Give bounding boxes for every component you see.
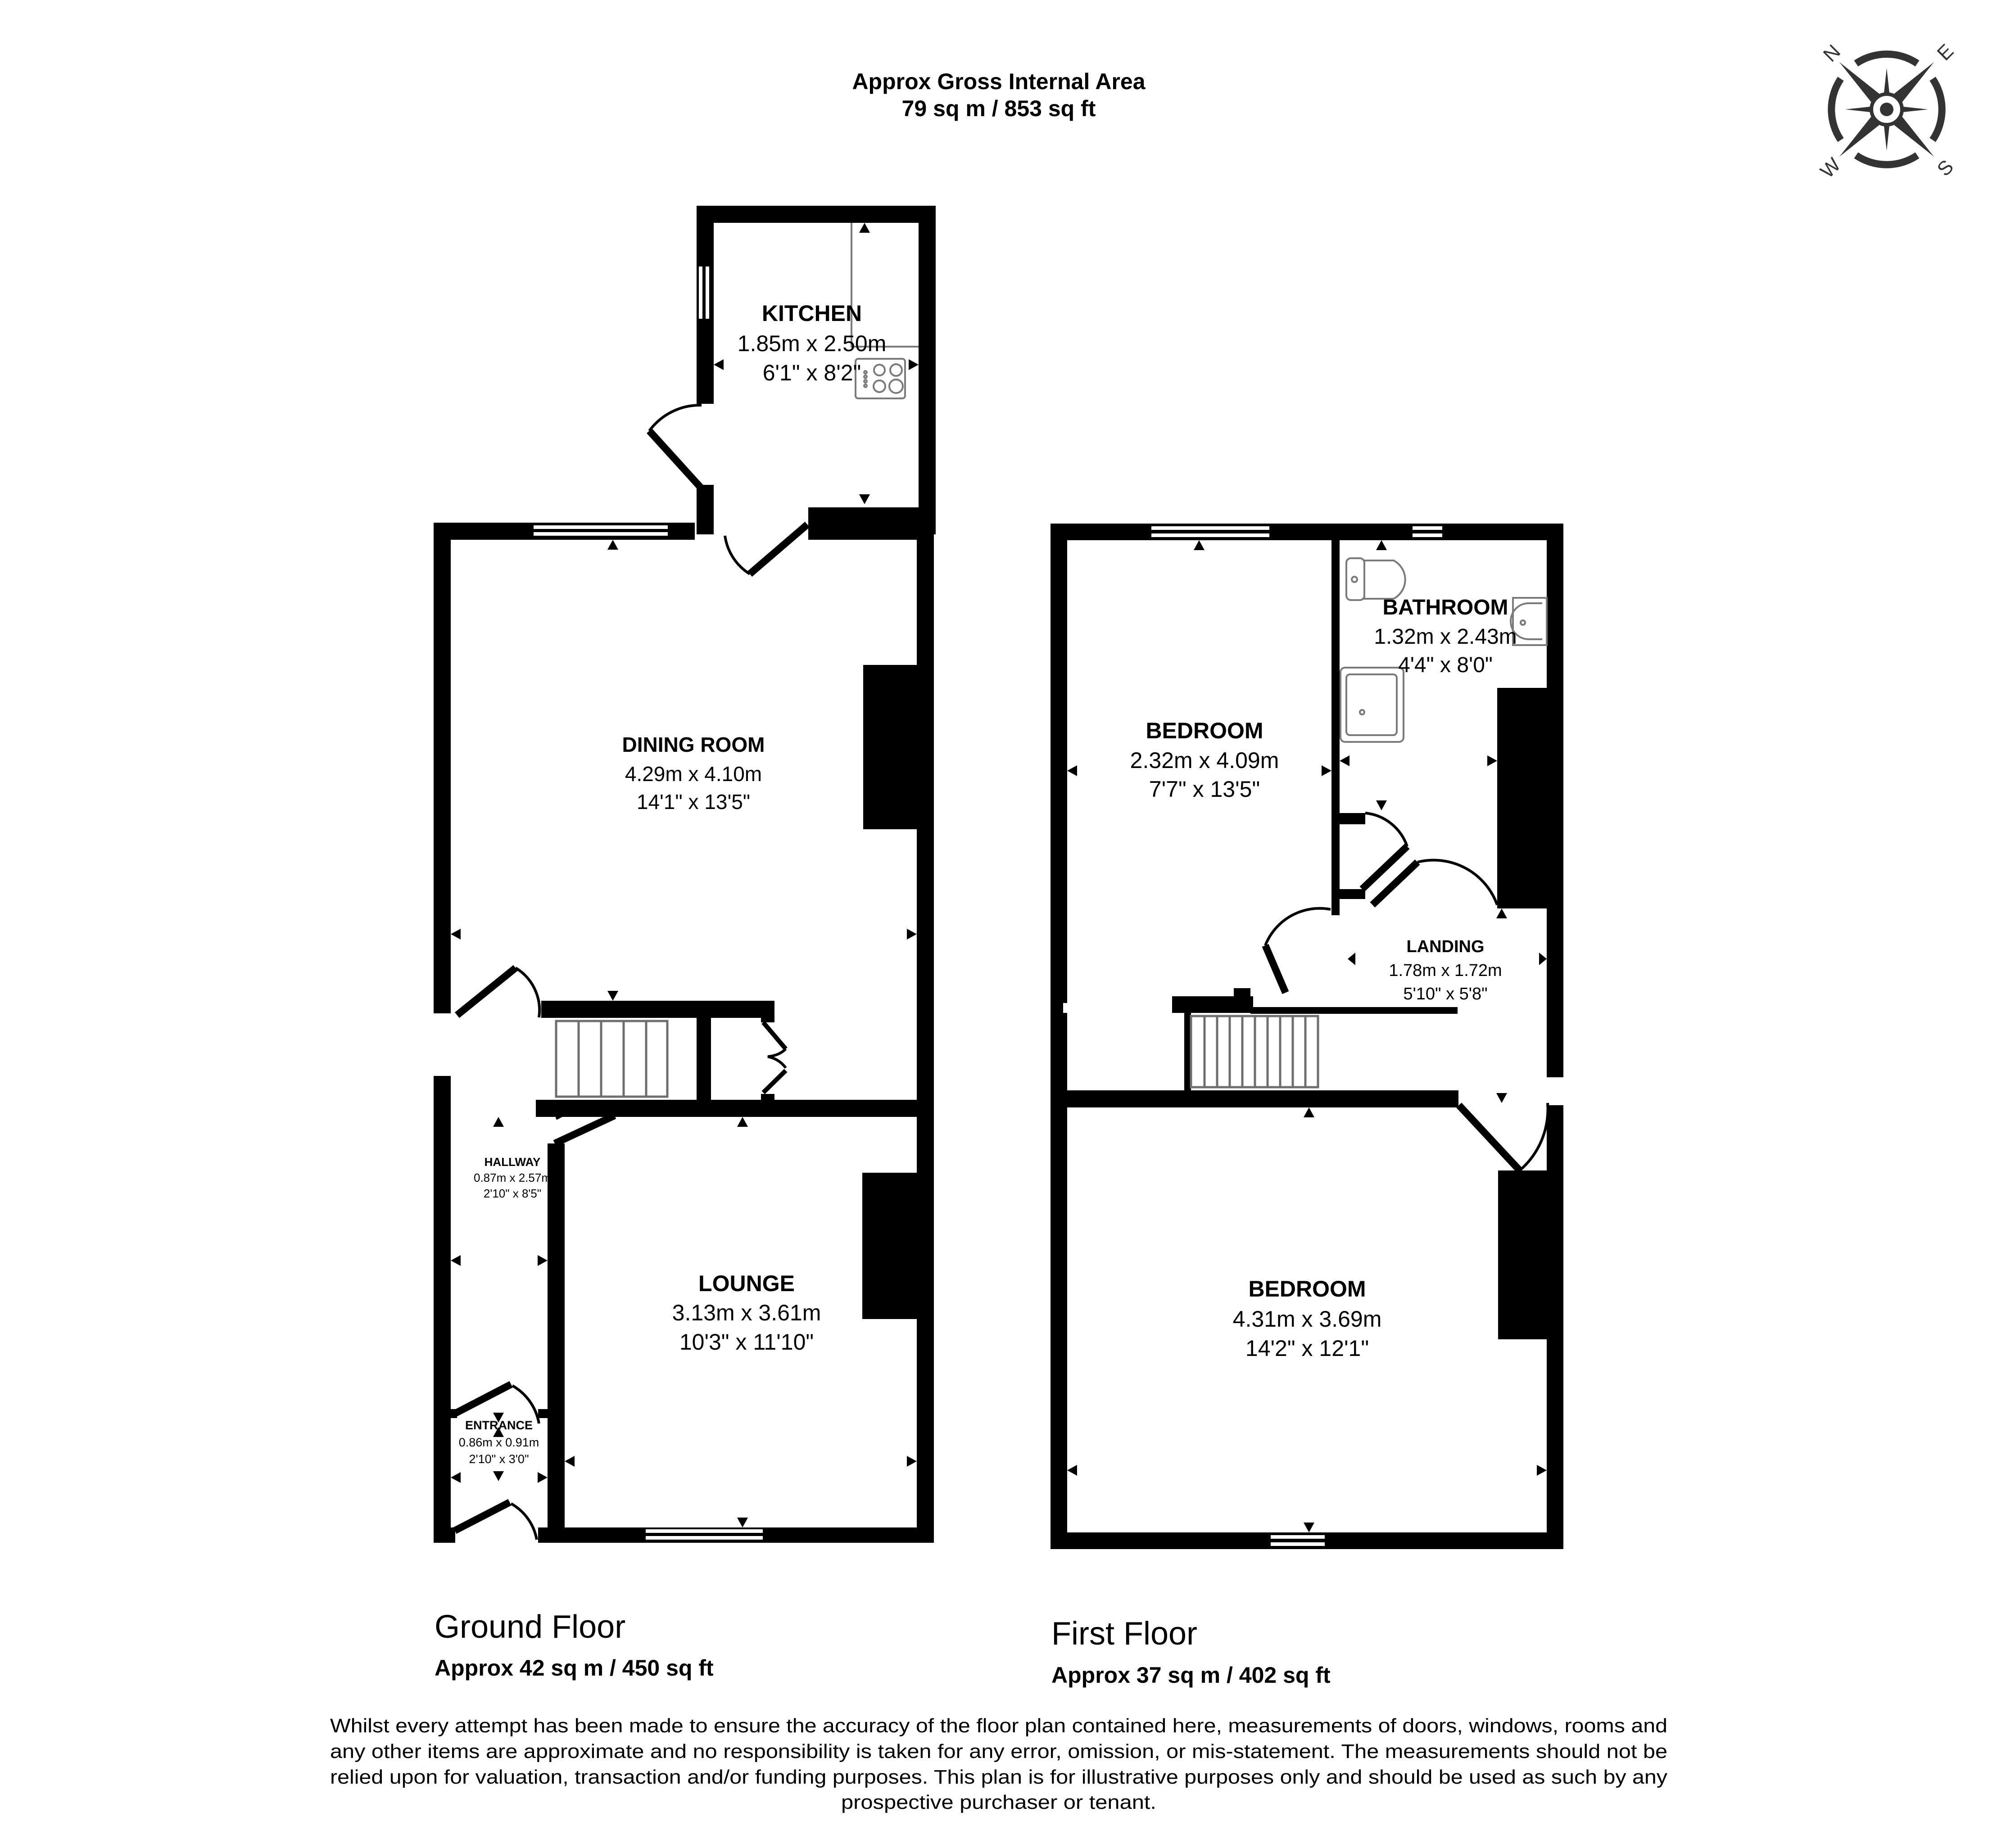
room-name: ENTRANCE: [465, 1419, 533, 1432]
room-name: BATHROOM: [1382, 596, 1508, 619]
room-metric: 1.32m x 2.43m: [1374, 625, 1517, 649]
disclaimer-line: prospective purchaser or tenant.: [841, 1791, 1156, 1813]
hallway-lounge-walls: [434, 1076, 934, 1543]
hob-icon: [855, 358, 906, 399]
ground-stairs: [536, 1001, 934, 1117]
ground-dimension-arrows: [451, 223, 919, 1527]
compass-north-label: N: [1819, 41, 1845, 66]
gross-area-title: Approx Gross Internal Area: [852, 69, 1146, 94]
room-metric: 3.13m x 3.61m: [672, 1300, 821, 1325]
front-door-icon: [453, 1499, 512, 1534]
entrance-inner-door-icon: [453, 1381, 513, 1417]
room-imperial: 2'10" x 8'5": [484, 1187, 541, 1200]
kitchen-walls: [647, 206, 936, 534]
first-floor-plan: BEDROOM 2.32m x 4.09m 7'7" x 13'5" BATHR…: [1051, 524, 1563, 1549]
room-name: BEDROOM: [1248, 1276, 1366, 1301]
ground-floor-plan: KITCHEN 1.85m x 2.50m 6'1" x 8'2" DINING…: [434, 206, 936, 1543]
header: Approx Gross Internal Area 79 sq m / 853…: [852, 69, 1146, 121]
room-name: HALLWAY: [485, 1155, 541, 1169]
room-name: DINING ROOM: [622, 733, 765, 756]
room-kitchen: KITCHEN 1.85m x 2.50m 6'1" x 8'2": [738, 301, 887, 385]
room-metric: 2.32m x 4.09m: [1130, 748, 1279, 773]
compass-south-label: S: [1933, 156, 1958, 181]
room-name: LOUNGE: [698, 1271, 795, 1296]
room-metric: 1.85m x 2.50m: [738, 331, 887, 356]
first-floor-caption: First Floor Approx 37 sq m / 402 sq ft: [1051, 1616, 1331, 1688]
room-name: LANDING: [1406, 937, 1484, 956]
ground-floor-name: Ground Floor: [435, 1609, 625, 1645]
room-imperial: 2'10" x 3'0": [469, 1452, 529, 1466]
room-bedroom-2: BEDROOM 4.31m x 3.69m 14'2" x 12'1": [1233, 1276, 1382, 1361]
dining-hall-door-icon: [454, 965, 518, 1018]
room-landing: LANDING 1.78m x 1.72m 5'10" x 5'8": [1389, 937, 1502, 1003]
basin-icon: [1510, 597, 1548, 646]
room-imperial: 4'4" x 8'0": [1398, 653, 1493, 677]
room-metric: 0.87m x 2.57m: [474, 1171, 551, 1184]
room-imperial: 6'1" x 8'2": [763, 360, 861, 385]
first-floor-stairs: [1190, 1015, 1319, 1089]
room-dining-room: DINING ROOM 4.29m x 4.10m 14'1" x 13'5": [622, 733, 765, 813]
ground-floor-area: Approx 42 sq m / 450 sq ft: [435, 1655, 714, 1681]
room-name: KITCHEN: [762, 301, 862, 326]
room-imperial: 10'3" x 11'10": [679, 1329, 814, 1355]
first-dimension-arrows: [1067, 540, 1547, 1532]
disclaimer-line: any other items are approximate and no r…: [330, 1740, 1667, 1762]
disclaimer-line: Whilst every attempt has been made to en…: [330, 1715, 1667, 1737]
first-floor-area: Approx 37 sq m / 402 sq ft: [1051, 1663, 1331, 1688]
kitchen-door-icon: [647, 428, 704, 491]
dining-room-walls: [434, 521, 934, 1543]
toilet-icon: [1345, 557, 1406, 601]
room-lounge: LOUNGE 3.13m x 3.61m 10'3" x 11'10": [672, 1271, 821, 1355]
compass-east-label: E: [1933, 40, 1958, 65]
room-imperial: 14'1" x 13'5": [637, 790, 750, 813]
room-imperial: 5'10" x 5'8": [1403, 985, 1487, 1003]
disclaimer-line: relied upon for valuation, transaction a…: [330, 1766, 1667, 1788]
room-imperial: 7'7" x 13'5": [1149, 777, 1260, 802]
bedroom-door-icon: [1262, 944, 1289, 994]
ground-floor-caption: Ground Floor Approx 42 sq m / 450 sq ft: [435, 1609, 714, 1681]
disclaimer: Whilst every attempt has been made to en…: [330, 1715, 1667, 1813]
room-hallway: HALLWAY 0.87m x 2.57m 2'10" x 8'5": [474, 1155, 551, 1200]
bedroom2-door-icon: [1456, 1102, 1522, 1173]
compass-icon: N E S W: [1816, 40, 1958, 183]
compass-west-label: W: [1816, 154, 1845, 182]
room-bedroom-1: BEDROOM 2.32m x 4.09m 7'7" x 13'5": [1130, 718, 1279, 802]
first-floor-name: First Floor: [1051, 1616, 1197, 1652]
room-metric: 1.78m x 1.72m: [1389, 961, 1502, 980]
room-metric: 4.31m x 3.69m: [1233, 1306, 1382, 1332]
bathroom-door-icon: [1370, 859, 1420, 908]
gross-area-total: 79 sq m / 853 sq ft: [902, 96, 1096, 121]
room-imperial: 14'2" x 12'1": [1245, 1336, 1369, 1361]
room-bathroom: BATHROOM 1.32m x 2.43m 4'4" x 8'0": [1374, 596, 1517, 677]
lounge-door-icon: [553, 1112, 616, 1147]
room-entrance: ENTRANCE 0.86m x 0.91m 2'10" x 3'0": [459, 1419, 539, 1466]
dining-kitchen-door-icon: [747, 521, 810, 577]
room-metric: 0.86m x 0.91m: [459, 1436, 539, 1449]
room-name: BEDROOM: [1146, 718, 1263, 743]
bath-icon: [1340, 667, 1404, 743]
room-metric: 4.29m x 4.10m: [625, 762, 762, 786]
